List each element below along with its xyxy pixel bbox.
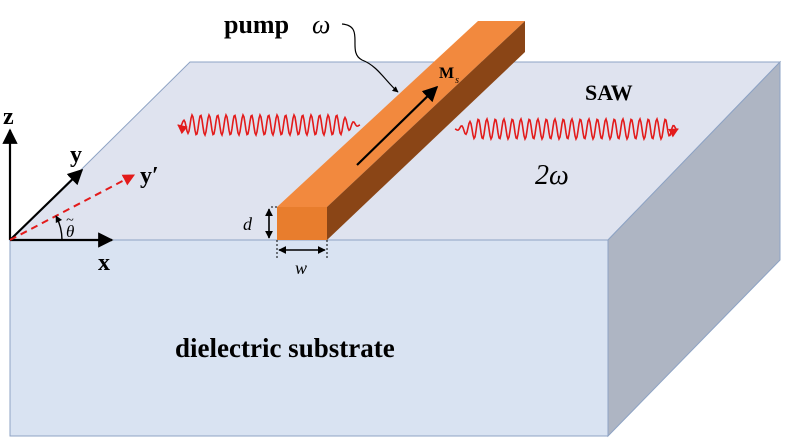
saw-label: SAW (585, 80, 633, 105)
x-axis-label: x (98, 250, 110, 276)
theta-label: θ (66, 222, 74, 241)
substrate-label: dielectric substrate (175, 333, 395, 363)
theta-accent: ~ (66, 213, 74, 228)
bar-dimensions (265, 206, 328, 258)
saw-wave-left (177, 112, 361, 138)
pump-pointer-line (341, 23, 399, 93)
magnetization-label: Ms (439, 65, 459, 86)
substrate-side-face (607, 60, 781, 438)
y-axis-label: y (70, 142, 82, 168)
two-omega-label: 2ω (535, 160, 569, 191)
bar-front-face (277, 207, 327, 240)
magnetic-bar (277, 21, 525, 240)
coordinate-axes (2, 128, 136, 248)
thickness-label: d (243, 214, 253, 234)
y-prime-axis-label: y′ (140, 163, 159, 189)
y-axis (9, 168, 84, 241)
bar-side-face (327, 21, 525, 240)
z-axis-label: z (3, 104, 14, 130)
magnetization-arrow (356, 85, 439, 166)
bar-top-face (277, 21, 525, 207)
pump-omega: ω (312, 10, 330, 39)
saw-wave-right (454, 116, 679, 142)
pump-label: pump (224, 10, 289, 39)
width-label: w (295, 258, 307, 278)
theta-arc (55, 215, 63, 241)
